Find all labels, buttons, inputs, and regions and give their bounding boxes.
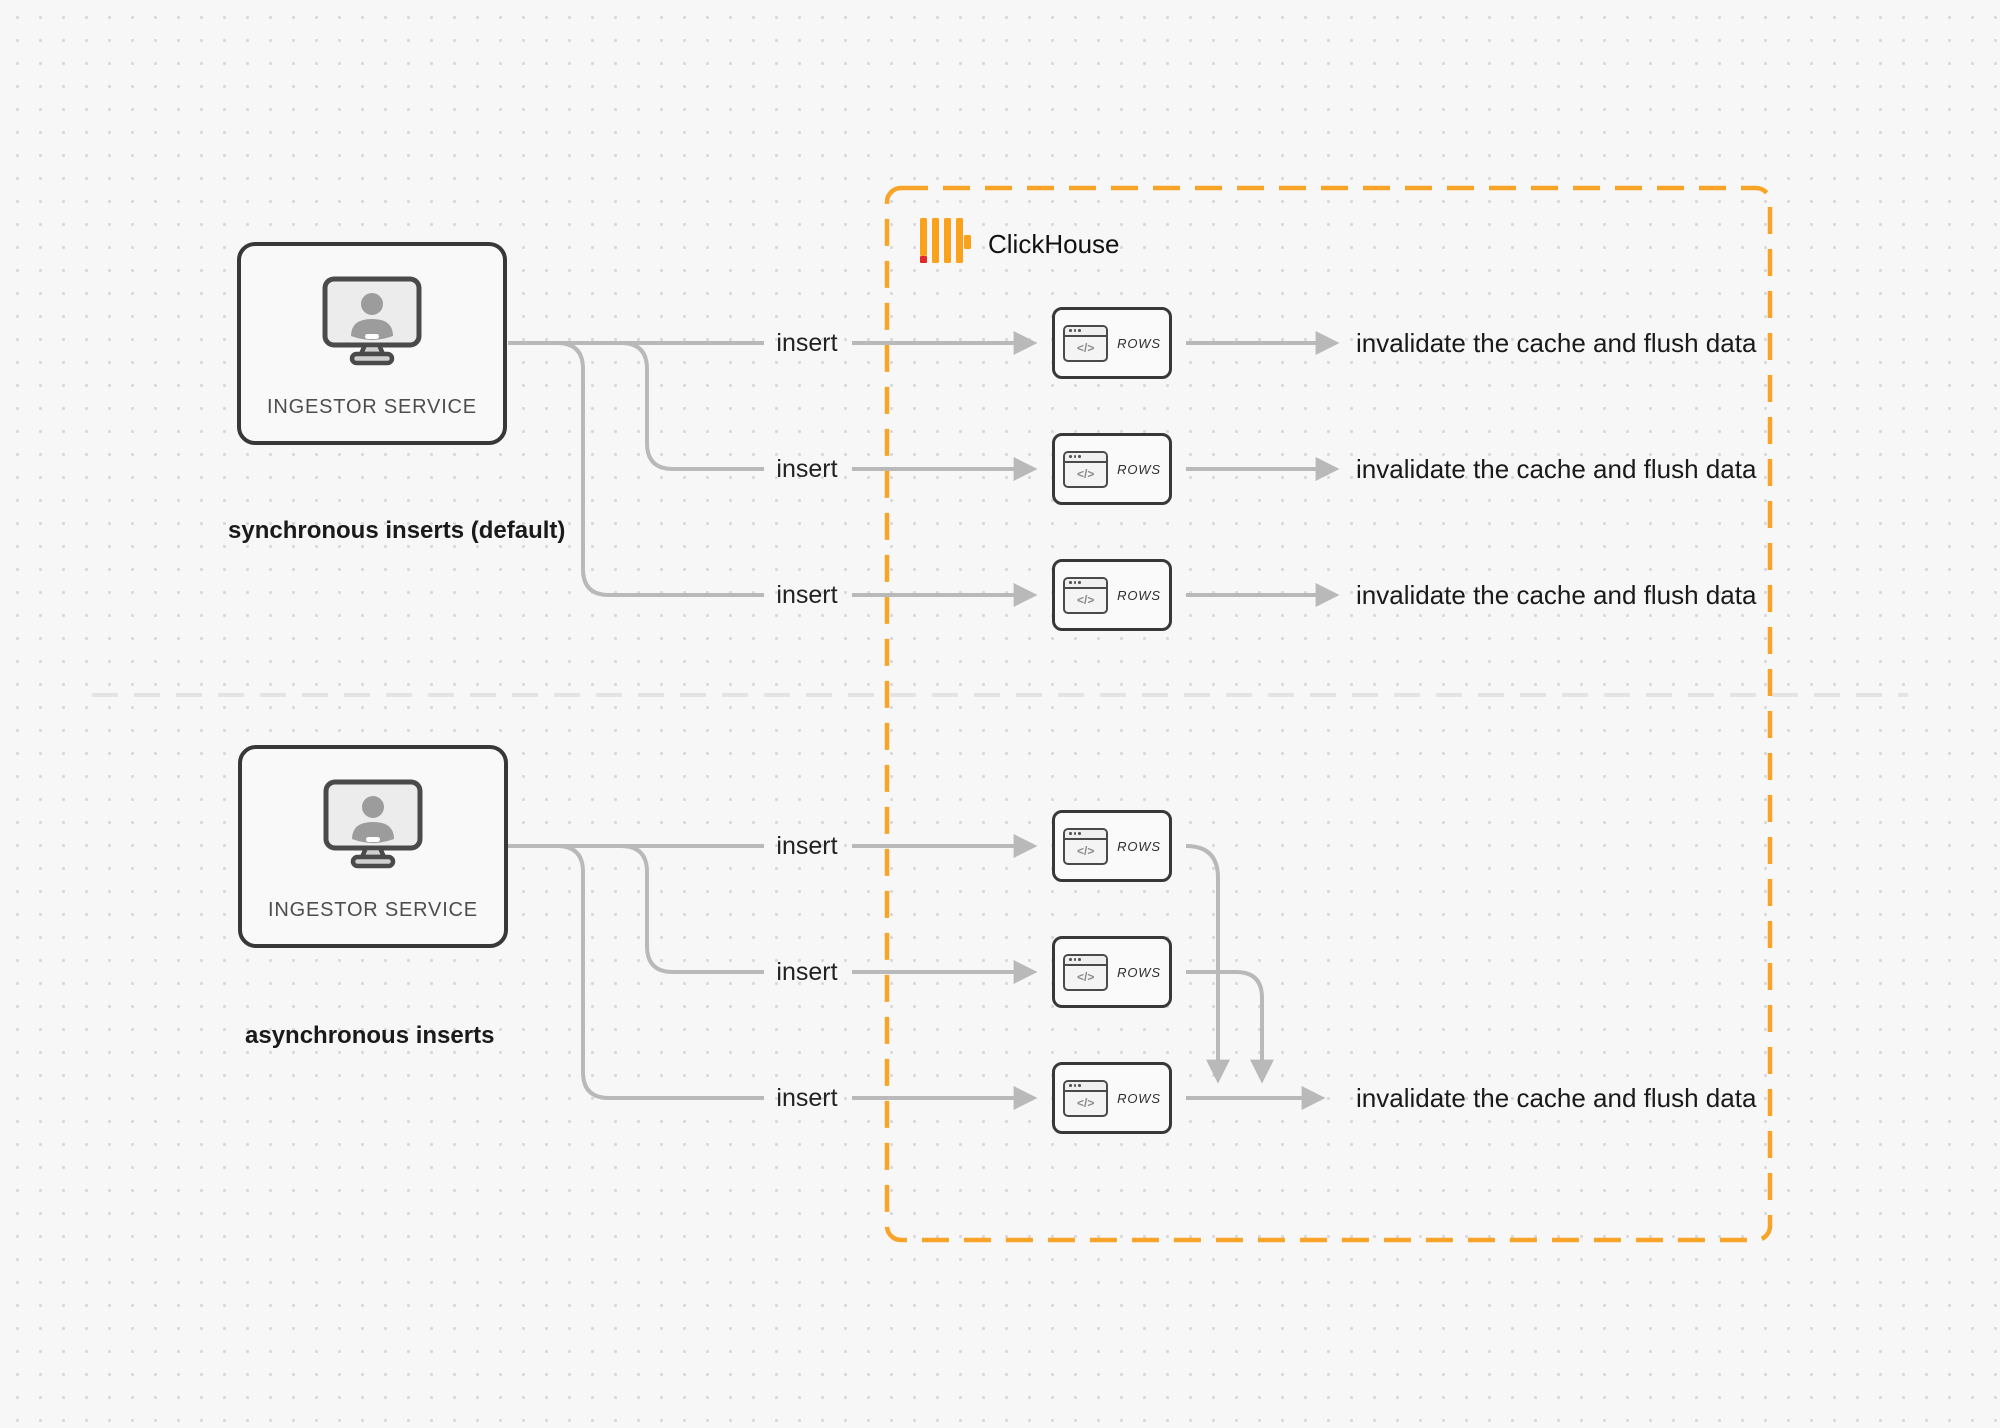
insert-label: insert [776,1084,838,1112]
monitor-user-icon [322,276,422,366]
code-window-icon: </> [1063,953,1109,991]
rows-card: </> ROWS [1052,936,1186,1022]
insert-label: insert [776,832,838,860]
rows-card: </> ROWS [1052,1062,1186,1148]
rows-card-label: ROWS [1117,964,1161,980]
code-window-icon: </> [1063,1079,1109,1117]
clickhouse-header: ClickHouse [916,216,1120,268]
async-caption: asynchronous inserts [245,1022,495,1049]
clickhouse-boundary [884,185,1773,1243]
rows-card: </> ROWS [1052,433,1186,519]
ingestor-service-box-sync: INGESTOR SERVICE [237,242,507,445]
insert-label: insert [776,958,838,986]
clickhouse-logo-icon [920,218,971,263]
insert-label: insert [776,581,838,609]
rows-card-label: ROWS [1117,838,1161,854]
code-window-icon: </> [1063,827,1109,865]
clickhouse-logo-red-dot [920,256,927,263]
sync-caption: synchronous inserts (default) [228,517,566,544]
ingestor-service-label: INGESTOR SERVICE [267,396,477,418]
clickhouse-label: ClickHouse [988,229,1120,259]
ingestor-service-label: INGESTOR SERVICE [268,899,478,921]
result-label: invalidate the cache and flush data [1356,328,1757,358]
rows-card-label: ROWS [1117,1090,1161,1106]
insert-label: insert [776,329,838,357]
code-window-icon: </> [1063,576,1109,614]
ingestor-service-box-async: INGESTOR SERVICE [238,745,508,948]
result-label: invalidate the cache and flush data [1356,580,1757,610]
async-connectors [508,834,1326,1110]
sync-connectors [508,331,1340,607]
code-window-icon: </> [1063,324,1109,362]
insert-label: insert [776,455,838,483]
rows-card: </> ROWS [1052,307,1186,393]
rows-card-label: ROWS [1117,335,1161,351]
code-window-icon: </> [1063,450,1109,488]
rows-card-label: ROWS [1117,587,1161,603]
monitor-user-icon [323,779,423,869]
rows-card: </> ROWS [1052,810,1186,896]
result-label: invalidate the cache and flush data [1356,1083,1757,1113]
rows-card-label: ROWS [1117,461,1161,477]
result-label: invalidate the cache and flush data [1356,454,1757,484]
rows-card: </> ROWS [1052,559,1186,645]
